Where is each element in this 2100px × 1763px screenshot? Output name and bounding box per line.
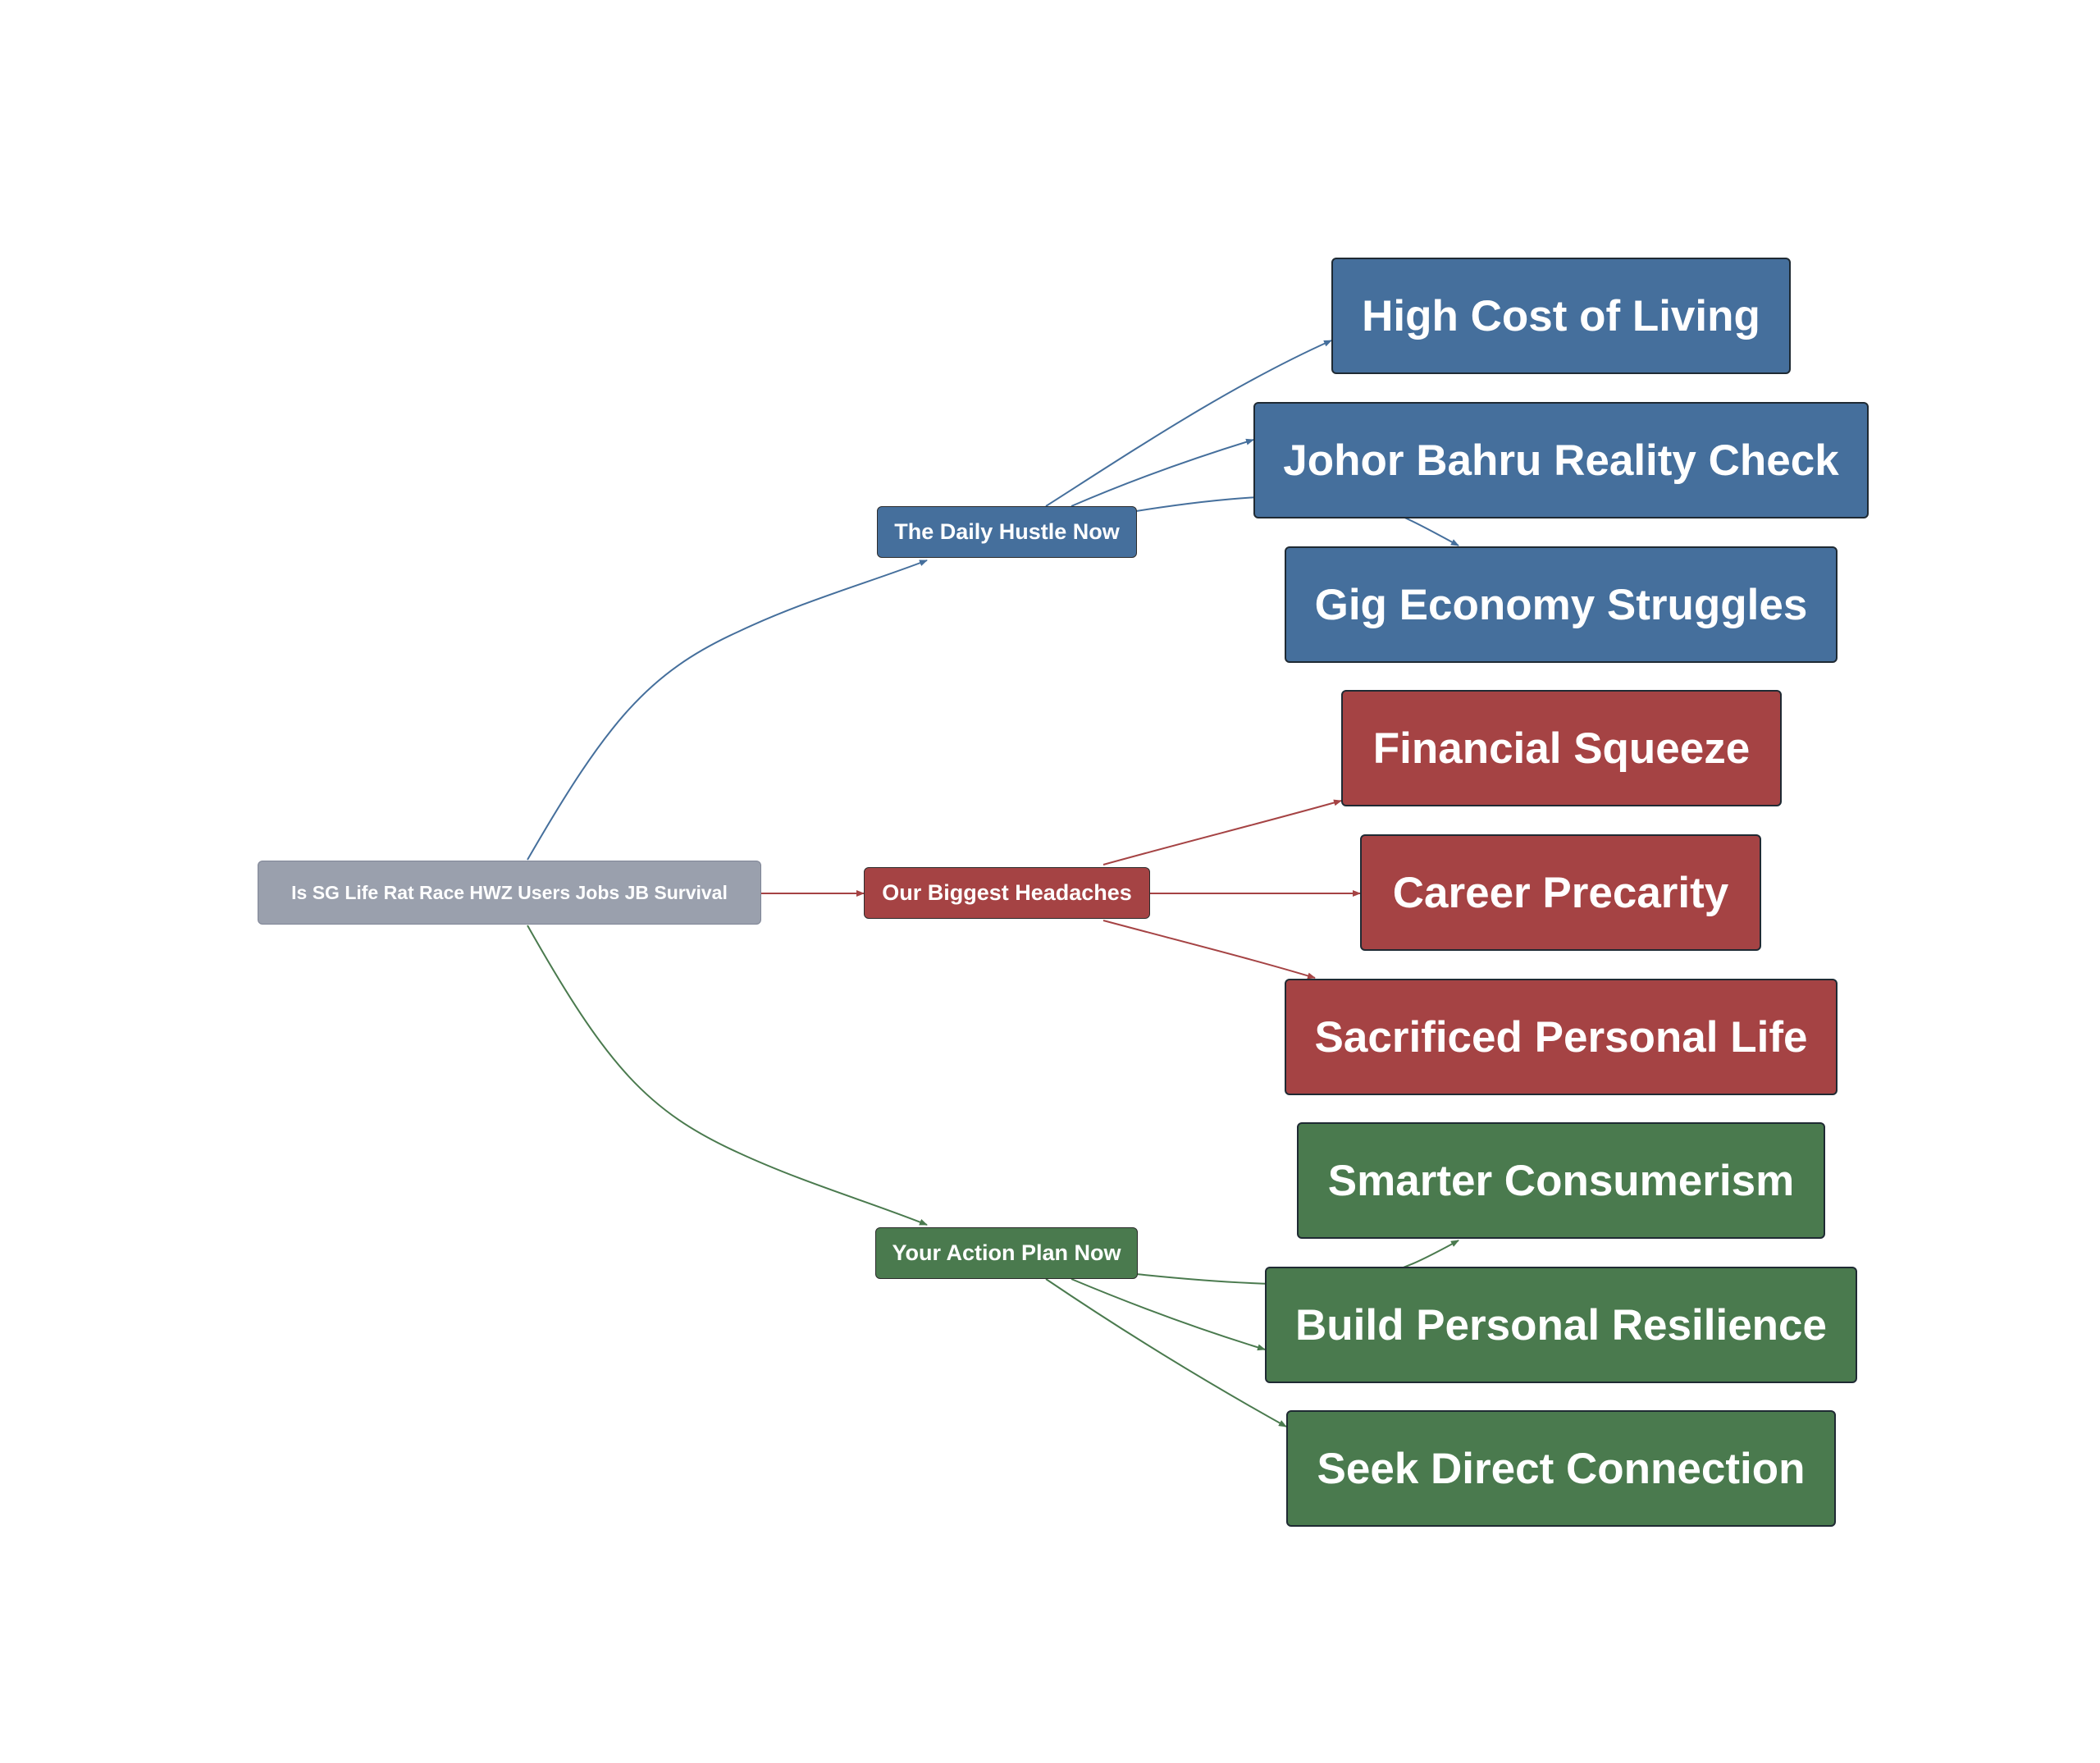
branch-node-label: The Daily Hustle Now <box>894 519 1120 544</box>
edge-daily-hustle-to-johor-bahru <box>1071 438 1254 507</box>
leaf-node-label: Career Precarity <box>1392 868 1729 917</box>
edge-headaches-to-financial-squeeze <box>1102 799 1342 866</box>
leaf-node-sacrificed-personal-life[interactable]: Sacrificed Personal Life <box>1285 979 1838 1095</box>
leaf-node-career-precarity[interactable]: Career Precarity <box>1360 834 1761 951</box>
branch-node-label: Our Biggest Headaches <box>882 880 1132 905</box>
leaf-node-seek-direct-connection[interactable]: Seek Direct Connection <box>1286 1410 1836 1527</box>
leaf-node-label: Seek Direct Connection <box>1317 1444 1806 1493</box>
root-node-label: Is SG Life Rat Race HWZ Users Jobs JB Su… <box>291 881 728 903</box>
leaf-node-label: Build Personal Resilience <box>1294 1300 1827 1350</box>
branch-node-daily-hustle[interactable]: The Daily Hustle Now <box>877 506 1137 558</box>
edge-daily-hustle-to-high-cost <box>1045 340 1332 507</box>
edge-action-plan-to-seek-connection <box>1045 1278 1287 1427</box>
leaf-node-label: Sacrificed Personal Life <box>1314 1012 1808 1062</box>
leaf-node-gig-economy-struggles[interactable]: Gig Economy Struggles <box>1285 546 1838 663</box>
leaf-node-build-personal-resilience[interactable]: Build Personal Resilience <box>1265 1267 1857 1383</box>
branch-node-biggest-headaches[interactable]: Our Biggest Headaches <box>864 867 1150 919</box>
leaf-node-label: High Cost of Living <box>1362 291 1760 340</box>
branch-node-label: Your Action Plan Now <box>892 1240 1121 1265</box>
edge-headaches-to-sacrificed-life <box>1102 920 1316 980</box>
edge-root-to-action-plan <box>527 925 928 1226</box>
leaf-node-smarter-consumerism[interactable]: Smarter Consumerism <box>1297 1122 1825 1239</box>
leaf-node-label: Gig Economy Struggles <box>1314 580 1808 629</box>
leaf-node-label: Johor Bahru Reality Check <box>1283 436 1839 485</box>
root-node[interactable]: Is SG Life Rat Race HWZ Users Jobs JB Su… <box>258 861 761 925</box>
edge-root-to-daily-hustle <box>527 560 928 861</box>
leaf-node-label: Smarter Consumerism <box>1327 1156 1795 1205</box>
leaf-node-label: Financial Squeeze <box>1372 724 1751 773</box>
leaf-node-high-cost-of-living[interactable]: High Cost of Living <box>1331 258 1791 374</box>
leaf-node-financial-squeeze[interactable]: Financial Squeeze <box>1341 690 1782 806</box>
leaf-node-johor-bahru-reality-check[interactable]: Johor Bahru Reality Check <box>1253 402 1869 518</box>
edge-action-plan-to-build-resilience <box>1071 1278 1266 1351</box>
branch-node-action-plan[interactable]: Your Action Plan Now <box>875 1227 1138 1279</box>
